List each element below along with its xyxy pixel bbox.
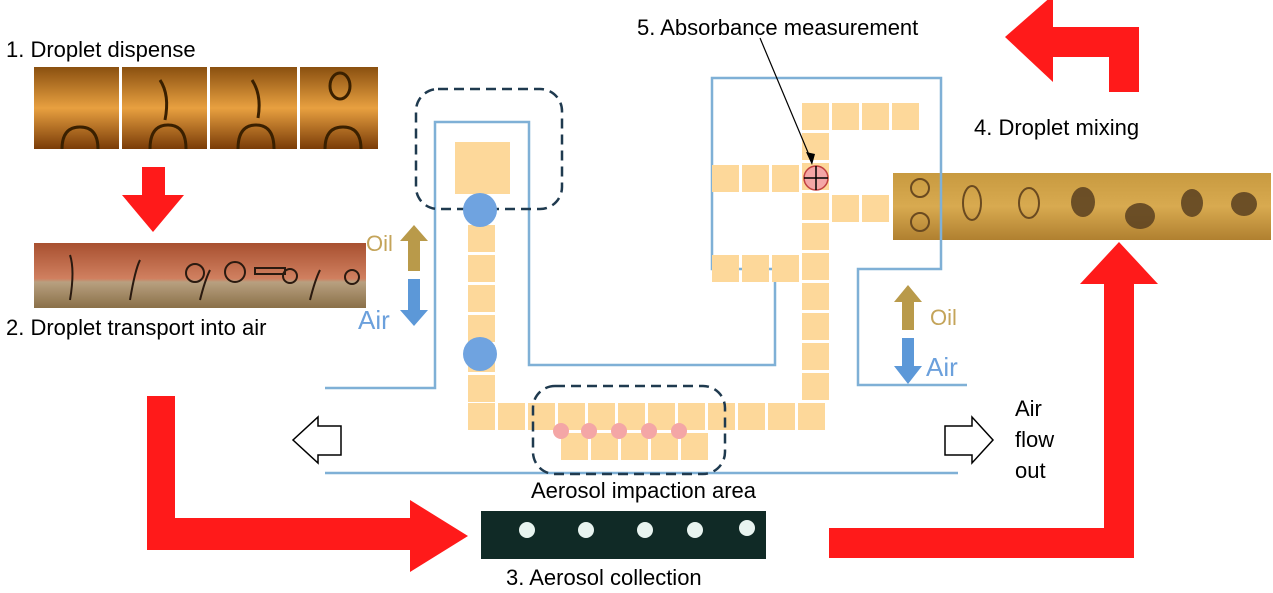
electrode-pad xyxy=(802,373,829,400)
elbow-arrow-icon xyxy=(1005,0,1139,92)
electrode-pad xyxy=(498,403,525,430)
mixing-photo xyxy=(893,173,1271,240)
pointer-line xyxy=(759,37,813,163)
oil-air-indicator-right xyxy=(894,285,922,384)
electrode-pad xyxy=(802,313,829,340)
up-arrow-icon xyxy=(894,285,922,330)
dispense-frame-1 xyxy=(34,67,119,149)
electrode-pad xyxy=(712,165,739,192)
dispense-frame-3 xyxy=(210,67,297,149)
down-arrow-icon xyxy=(400,279,428,326)
droplet xyxy=(463,337,497,371)
electrode-pad xyxy=(591,433,618,460)
electrode-pad xyxy=(802,283,829,310)
arrow-transport-to-collection xyxy=(147,396,468,572)
left-hollow-arrow-icon xyxy=(291,415,342,465)
dispense-photos xyxy=(34,67,378,150)
electrode-pad xyxy=(802,253,829,280)
air-flow-out-line3: out xyxy=(1015,458,1046,483)
oil-label-left: Oil xyxy=(366,231,393,256)
collection-photo xyxy=(481,511,766,559)
electrode-pad xyxy=(712,255,739,282)
air-flow-out-line1: Air xyxy=(1015,396,1042,421)
electrode-pad xyxy=(802,193,829,220)
electrode-pad xyxy=(862,195,889,222)
electrode-pad xyxy=(802,103,829,130)
electrode-pad xyxy=(802,343,829,370)
electrode-pad xyxy=(892,103,919,130)
electrode-pad xyxy=(832,103,859,130)
electrode-pad xyxy=(742,165,769,192)
right-hollow-arrow-icon xyxy=(944,415,995,465)
dispense-frame-2 xyxy=(122,67,207,149)
elbow-arrow-icon xyxy=(147,396,468,572)
air-label-right: Air xyxy=(926,352,958,382)
aerosol-particles xyxy=(553,423,687,439)
electrode-pad xyxy=(802,133,829,160)
crosshair-icon xyxy=(803,165,829,191)
electrode-pad xyxy=(768,403,795,430)
electrode-pad xyxy=(651,433,678,460)
electrode-pad xyxy=(742,255,769,282)
electrode-pad xyxy=(832,195,859,222)
electrode-pad xyxy=(772,255,799,282)
channel-walls xyxy=(325,76,967,475)
electrode-pad xyxy=(802,223,829,250)
dispense-frame-4 xyxy=(300,67,378,149)
electrode-pad xyxy=(455,142,510,194)
electrode-pad xyxy=(738,403,765,430)
step1-label: 1. Droplet dispense xyxy=(6,37,196,62)
electrode-pad xyxy=(708,403,735,430)
impaction-area-label: Aerosol impaction area xyxy=(531,478,757,503)
droplet xyxy=(463,193,497,227)
oil-air-indicator-left xyxy=(400,225,428,326)
electrode-pad xyxy=(468,255,495,282)
arrow-mixing-to-measurement xyxy=(1005,0,1139,92)
air-flow-out-line2: flow xyxy=(1015,427,1055,452)
electrode-pad xyxy=(862,103,889,130)
up-arrow-icon xyxy=(400,225,428,271)
electrode-pad xyxy=(468,225,495,252)
down-arrow-icon xyxy=(894,338,922,384)
step2-label: 2. Droplet transport into air xyxy=(6,315,267,340)
electrode-pad xyxy=(621,433,648,460)
electrode-array xyxy=(455,103,919,460)
pointer-arrowhead xyxy=(806,152,815,165)
air-label-left: Air xyxy=(358,305,390,335)
arrow-collection-to-mixing xyxy=(829,242,1158,558)
electrode-pad xyxy=(798,403,825,430)
step3-label: 3. Aerosol collection xyxy=(506,565,702,590)
electrode-pad xyxy=(468,403,495,430)
transport-photo xyxy=(34,243,366,308)
step5-label: 5. Absorbance measurement xyxy=(637,15,919,40)
electrode-pad xyxy=(468,285,495,312)
elbow-arrow-icon xyxy=(829,242,1158,558)
electrode-pad xyxy=(681,433,708,460)
arrow-dispense-to-transport xyxy=(122,167,184,232)
electrode-pad xyxy=(468,375,495,402)
electrode-pad xyxy=(772,165,799,192)
step4-label: 4. Droplet mixing xyxy=(974,115,1140,140)
down-arrow-icon xyxy=(122,167,184,232)
oil-label-right: Oil xyxy=(930,305,957,330)
impaction-area-outline xyxy=(531,384,727,476)
